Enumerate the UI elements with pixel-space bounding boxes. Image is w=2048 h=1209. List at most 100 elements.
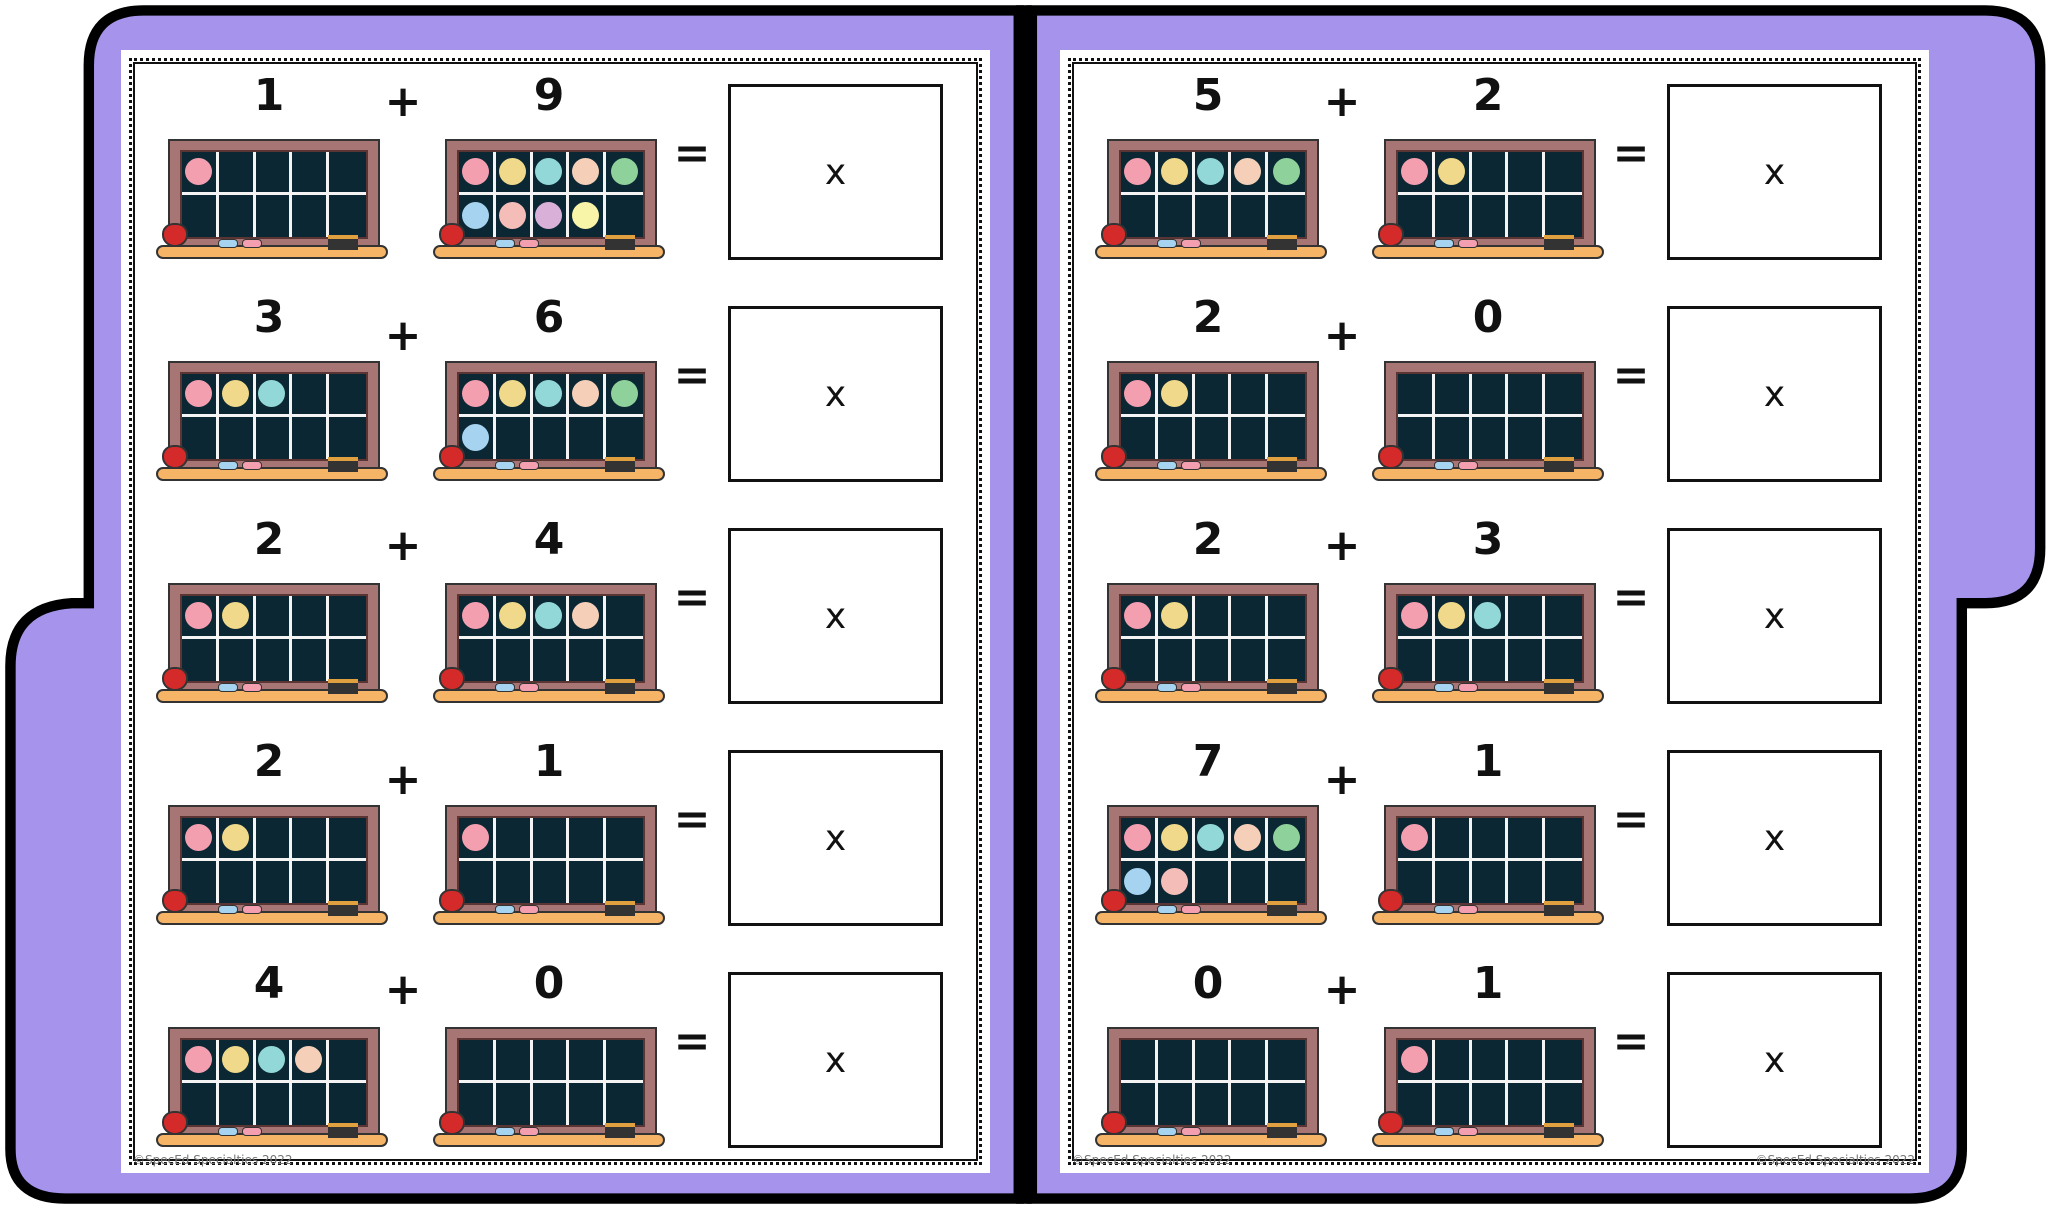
ten-frame-cell: [1158, 194, 1195, 237]
ten-frame-cell: [182, 194, 219, 237]
ten-frame-cell: [496, 416, 533, 459]
chalk-blue: [495, 461, 515, 470]
addend-2: 0: [533, 958, 565, 1009]
addend-2: 1: [533, 736, 565, 787]
apple-icon: [162, 667, 188, 691]
ten-frame-cell: [292, 1082, 330, 1125]
ten-frame-cell: [329, 639, 366, 682]
chalk-pink: [519, 461, 539, 470]
answer-box[interactable]: x: [728, 528, 943, 704]
ten-frame-cell: [218, 374, 256, 417]
ten-frame-cell: [1195, 416, 1232, 459]
ten-frame-cell: [256, 416, 293, 459]
counter-dot: [221, 1045, 249, 1073]
answer-box[interactable]: x: [728, 306, 943, 482]
addend-1: 1: [253, 70, 285, 121]
ten-frame-cell: [1121, 1040, 1158, 1083]
ten-frame-cell: [606, 639, 643, 682]
ten-frame-chalkboard: [1372, 361, 1604, 489]
ten-frame-chalkboard: [433, 1027, 665, 1155]
answer-box[interactable]: x: [1667, 972, 1882, 1148]
ten-frame-cell: [1157, 1040, 1195, 1083]
ten-frame-cell: [329, 818, 366, 861]
addend-2: 6: [533, 292, 565, 343]
apple-icon: [1378, 223, 1404, 247]
chalk-pink: [242, 461, 262, 470]
chalkboard-frame: [168, 361, 380, 469]
answer-box[interactable]: x: [1667, 528, 1882, 704]
counter-dot: [498, 157, 526, 185]
ten-frame-cell: [1195, 638, 1232, 681]
apple-icon: [439, 667, 465, 691]
ten-frame-cell: [1268, 639, 1305, 682]
ten-frame-grid: [1396, 594, 1584, 683]
ten-frame-cell: [1472, 860, 1509, 903]
ten-frame-cell: [1268, 1083, 1305, 1126]
ten-frame-cell: [1158, 416, 1195, 459]
counter-dot: [535, 201, 563, 229]
counter-dot: [535, 379, 563, 407]
ten-frame-cell: [292, 1040, 330, 1083]
ten-frame-chalkboard: [156, 361, 388, 489]
chalk-blue: [1434, 239, 1454, 248]
ten-frame-chalkboard: [156, 139, 388, 267]
answer-box[interactable]: x: [1667, 306, 1882, 482]
counter-dot: [258, 379, 286, 407]
ten-frame-cell: [569, 194, 607, 237]
ten-frame-cell: [1231, 374, 1269, 417]
ten-frame-cell: [1121, 1082, 1158, 1125]
ten-frame-cell: [1194, 1040, 1232, 1083]
ten-frame-cell: [495, 596, 533, 639]
chalk-pink: [1458, 1127, 1478, 1136]
chalk-pink: [1181, 683, 1201, 692]
ten-frame-cell: [1435, 1082, 1472, 1125]
ten-frame-cell: [292, 596, 330, 639]
ten-frame-cell: [329, 152, 366, 195]
chalk-pink: [519, 683, 539, 692]
counter-dot: [1197, 823, 1225, 851]
plus-sign: +: [384, 76, 422, 127]
addend-2: 4: [533, 514, 565, 565]
answer-box[interactable]: x: [728, 972, 943, 1148]
ten-frame-cell: [1545, 152, 1582, 195]
equals-sign: =: [673, 128, 711, 179]
equals-sign: =: [673, 794, 711, 845]
chalkboard-frame: [445, 361, 657, 469]
ten-frame-grid: [1119, 1038, 1307, 1127]
ten-frame-grid: [457, 1038, 645, 1127]
chalk-blue: [1157, 683, 1177, 692]
answer-box[interactable]: x: [728, 84, 943, 260]
counter-dot: [1400, 1045, 1428, 1073]
equals-sign: =: [1612, 128, 1650, 179]
ten-frame-cell: [459, 194, 496, 237]
ten-frame-chalkboard: [433, 805, 665, 933]
counter-dot: [461, 601, 489, 629]
answer-box[interactable]: x: [1667, 84, 1882, 260]
ten-frame-cell: [1435, 638, 1472, 681]
ten-frame-cell: [1471, 374, 1509, 417]
addend-1: 2: [253, 514, 285, 565]
chalkboard-frame: [445, 805, 657, 913]
chalk-pink: [1181, 905, 1201, 914]
ten-frame-grid: [180, 372, 368, 461]
ten-frame-cell: [1231, 1082, 1269, 1125]
addend-1: 4: [253, 958, 285, 1009]
ten-frame-cell: [292, 194, 330, 237]
answer-box[interactable]: x: [1667, 750, 1882, 926]
ten-frame-cell: [1157, 374, 1195, 417]
ten-frame-cell: [533, 860, 570, 903]
ten-frame-cell: [1508, 416, 1546, 459]
answer-box[interactable]: x: [728, 750, 943, 926]
ten-frame-cell: [1471, 1040, 1509, 1083]
eraser-icon: [328, 679, 358, 694]
equals-sign: =: [1612, 1016, 1650, 1067]
ten-frame-cell: [459, 638, 496, 681]
ten-frame-cell: [256, 638, 293, 681]
ten-frame-cell: [1398, 152, 1435, 195]
ten-frame-cell: [1398, 1040, 1435, 1083]
ten-frame-cell: [495, 1040, 533, 1083]
ten-frame-cell: [1121, 152, 1158, 195]
eraser-icon: [1544, 679, 1574, 694]
counter-dot: [461, 157, 489, 185]
addend-1: 7: [1192, 736, 1224, 787]
